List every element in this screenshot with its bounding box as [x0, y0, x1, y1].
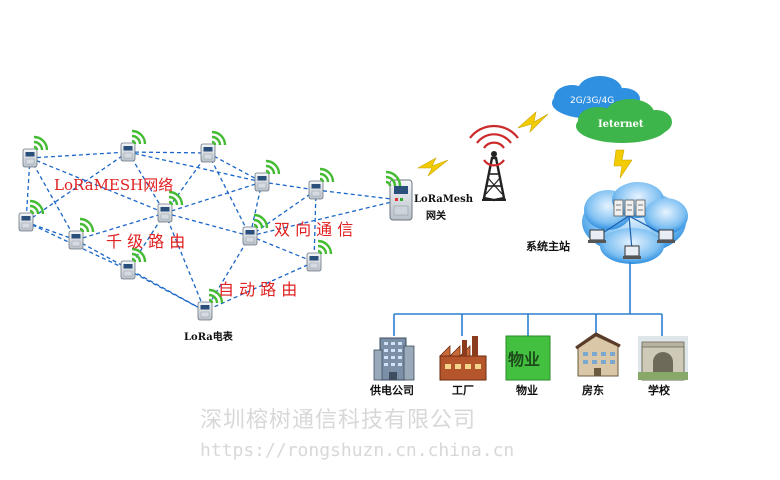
endpoint-label-school: 学校 — [648, 384, 670, 397]
server-rack-icon — [613, 199, 646, 217]
mesh-link — [127, 151, 166, 214]
mesh-link — [164, 181, 263, 214]
tower-signal-icon — [469, 124, 519, 167]
computer-terminal-icon — [623, 245, 641, 259]
mesh-link — [313, 189, 317, 263]
wifi-signal-icon — [131, 247, 147, 263]
lightning-bolt-icon — [613, 149, 633, 179]
mesh-link — [249, 235, 315, 263]
lora-meter-icon — [18, 212, 34, 232]
gateway-device-icon — [389, 179, 413, 221]
office-building-icon — [373, 337, 415, 381]
school-gate-icon — [638, 336, 688, 381]
lora-meter-icon — [242, 226, 258, 246]
mesh-link — [127, 151, 263, 183]
wifi-signal-icon — [79, 217, 95, 233]
lora-meter-icon — [254, 172, 270, 192]
gateway-label-line2: 网关 — [426, 211, 446, 222]
feature-thousand-level-routing: 千 级 路 由 — [106, 232, 186, 251]
mesh-link — [29, 157, 166, 214]
endpoint-label-factory: 工厂 — [452, 384, 474, 397]
wifi-signal-icon — [168, 190, 184, 206]
master-station-label: 系统主站 — [526, 240, 570, 253]
mesh-link — [164, 212, 206, 312]
mesh-link — [204, 235, 251, 312]
gateway-wifi-icon — [385, 170, 402, 187]
cell-tower-icon — [482, 151, 506, 202]
lora-meter-icon — [22, 148, 38, 168]
mesh-link — [29, 151, 129, 159]
property-sign-icon — [505, 335, 551, 381]
wifi-signal-icon — [317, 239, 333, 255]
mesh-link — [127, 151, 209, 154]
meter-nodes — [18, 129, 335, 321]
wifi-signal-icon — [319, 167, 335, 183]
mesh-link — [164, 152, 209, 214]
mesh-link — [29, 157, 77, 241]
internet-label: Ieternet — [598, 119, 644, 130]
wifi-signal-icon — [29, 199, 45, 215]
network-title: LoRaMESH网络 — [54, 176, 174, 194]
mesh-link — [207, 152, 263, 183]
mesh-link — [25, 221, 77, 241]
mobile-network-label: 2G/3G/4G — [570, 96, 615, 106]
mesh-link — [75, 212, 166, 241]
mesh-link — [25, 157, 31, 223]
internet-cloud — [576, 99, 672, 143]
feature-two-way-communication: 双 向 通 信 — [274, 220, 354, 239]
factory-icon — [439, 336, 487, 381]
lora-meter-icon — [197, 301, 213, 321]
watermark-url: https://rongshuzn.cn.china.cn — [200, 440, 515, 461]
mesh-link — [127, 269, 206, 312]
computer-terminal-icon — [657, 229, 675, 243]
wifi-signal-icon — [208, 288, 224, 304]
wifi-signal-icon — [131, 129, 147, 145]
mesh-link — [164, 212, 251, 237]
property-sign-text: 物业 — [508, 350, 541, 369]
lightning-bolt-icon — [416, 157, 449, 177]
feature-auto-routing: 自 动 路 由 — [218, 280, 298, 299]
lora-meter-icon — [120, 142, 136, 162]
mesh-link — [207, 152, 251, 237]
computer-terminal-icon — [588, 229, 606, 243]
endpoint-label-property: 物业 — [516, 384, 538, 397]
lora-meter-icon — [308, 180, 324, 200]
apartment-icon — [575, 332, 621, 377]
wifi-signal-icon — [253, 213, 269, 229]
endpoint-label-power-company: 供电公司 — [370, 384, 414, 397]
lora-meter-icon — [68, 230, 84, 250]
wifi-signal-icon — [33, 135, 49, 151]
mesh-link — [261, 181, 317, 191]
gateway-label-line1: LoRaMesh — [414, 194, 474, 205]
lora-meter-icon — [306, 252, 322, 272]
distribution-lines — [393, 262, 663, 336]
mesh-link — [249, 199, 401, 237]
wifi-signal-icon — [211, 130, 227, 146]
lightning-bolt-icon — [517, 111, 549, 133]
lora-meter-icon — [157, 203, 173, 223]
mesh-link — [75, 239, 206, 312]
wifi-signal-icon — [265, 159, 281, 175]
meter-label: LoRa电表 — [184, 332, 233, 343]
endpoint-label-landlord: 房东 — [582, 384, 604, 397]
lora-meter-icon — [200, 143, 216, 163]
lora-meter-icon — [120, 260, 136, 280]
mesh-link — [315, 189, 401, 201]
watermark-company: 深圳榕树通信科技有限公司 — [200, 408, 477, 433]
